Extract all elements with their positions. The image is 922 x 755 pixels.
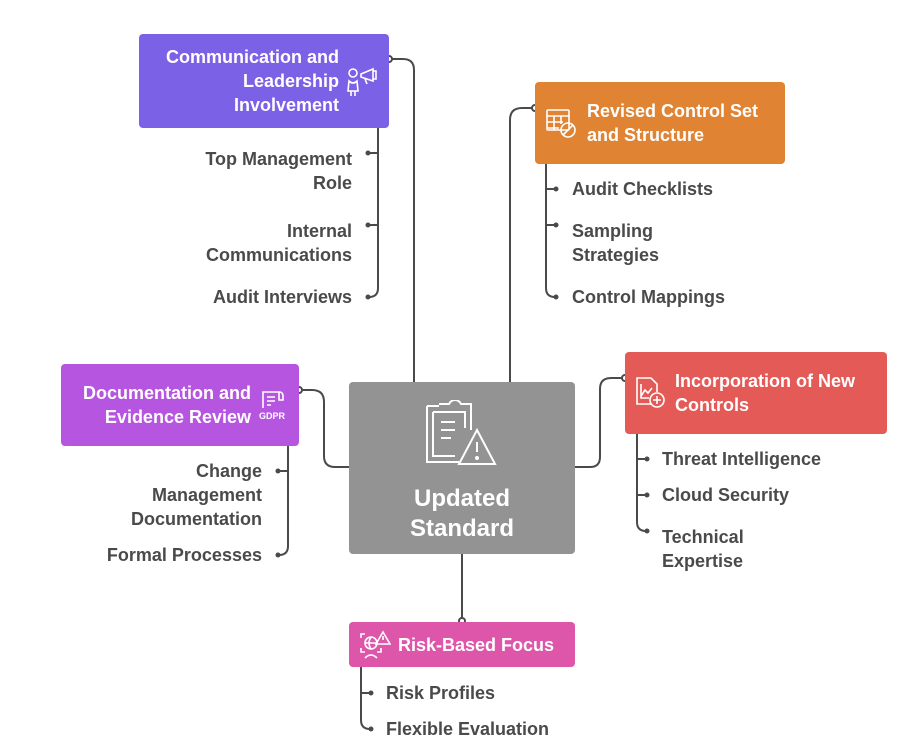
connector-center-documentation: [299, 389, 349, 468]
gdpr-document-icon: GDPR: [259, 391, 286, 421]
table-blocked-icon: [546, 109, 576, 138]
connector-center-communication: [389, 58, 415, 382]
branch-documentation[interactable]: Documentation and Evidence Review GDPR: [61, 364, 299, 446]
megaphone-person-icon: [347, 67, 377, 96]
connector-communication-leaves: [368, 128, 379, 298]
leaf-technical-expertise: Technical Expertise: [662, 527, 744, 571]
branch-revised[interactable]: Revised Control Set and Structure: [535, 82, 785, 164]
center-node[interactable]: Updated Standard: [349, 382, 575, 554]
connector-incorporation-leaves: [636, 434, 647, 532]
branch-revised-title: Revised Control Set and Structure: [587, 101, 759, 145]
clipboard-warning-icon: [426, 400, 497, 465]
branch-documentation-title: Documentation and Evidence Review: [82, 383, 251, 427]
leaf-cloud-security: Cloud Security: [662, 485, 790, 505]
leaf-flexible-evaluation: Flexible Evaluation: [386, 719, 550, 739]
branch-risk[interactable]: Risk-Based Focus: [349, 622, 575, 667]
leaf-risk-profiles: Risk Profiles: [386, 683, 496, 703]
connector-risk-leaves: [360, 667, 371, 730]
connector-documentation-leaves: [278, 446, 289, 556]
leaf-audit-interviews: Audit Interviews: [212, 287, 352, 307]
leaf-internal-communications: Internal Communications: [205, 221, 352, 265]
connector-revised-leaves: [545, 163, 556, 298]
svg-text:GDPR: GDPR: [259, 411, 286, 421]
leaf-change-management-documentation: Change Management Documentation: [130, 461, 262, 529]
leaf-control-mappings: Control Mappings: [572, 287, 725, 307]
connector-center-revised: [509, 107, 535, 382]
branch-incorporation[interactable]: Incorporation of New Controls: [625, 352, 887, 434]
branch-risk-title: Risk-Based Focus: [398, 634, 555, 655]
leaf-audit-checklists: Audit Checklists: [572, 179, 714, 199]
leaf-threat-intelligence: Threat Intelligence: [662, 449, 822, 469]
center-title: Updated Standard: [409, 485, 514, 542]
branch-incorporation-title: Incorporation of New Controls: [675, 371, 855, 415]
globe-warning-icon: [360, 629, 391, 659]
branch-communication[interactable]: Communication and Leadership Involvement: [139, 34, 389, 128]
chart-add-icon: [636, 377, 665, 408]
connector-center-incorporation: [575, 377, 625, 468]
leaf-top-management-role: Top Management Role: [205, 149, 352, 193]
branch-communication-title: Communication and Leadership Involvement: [165, 47, 339, 115]
leaf-sampling-strategies: Sampling Strategies: [572, 221, 660, 265]
leaf-formal-processes: Formal Processes: [106, 545, 262, 565]
